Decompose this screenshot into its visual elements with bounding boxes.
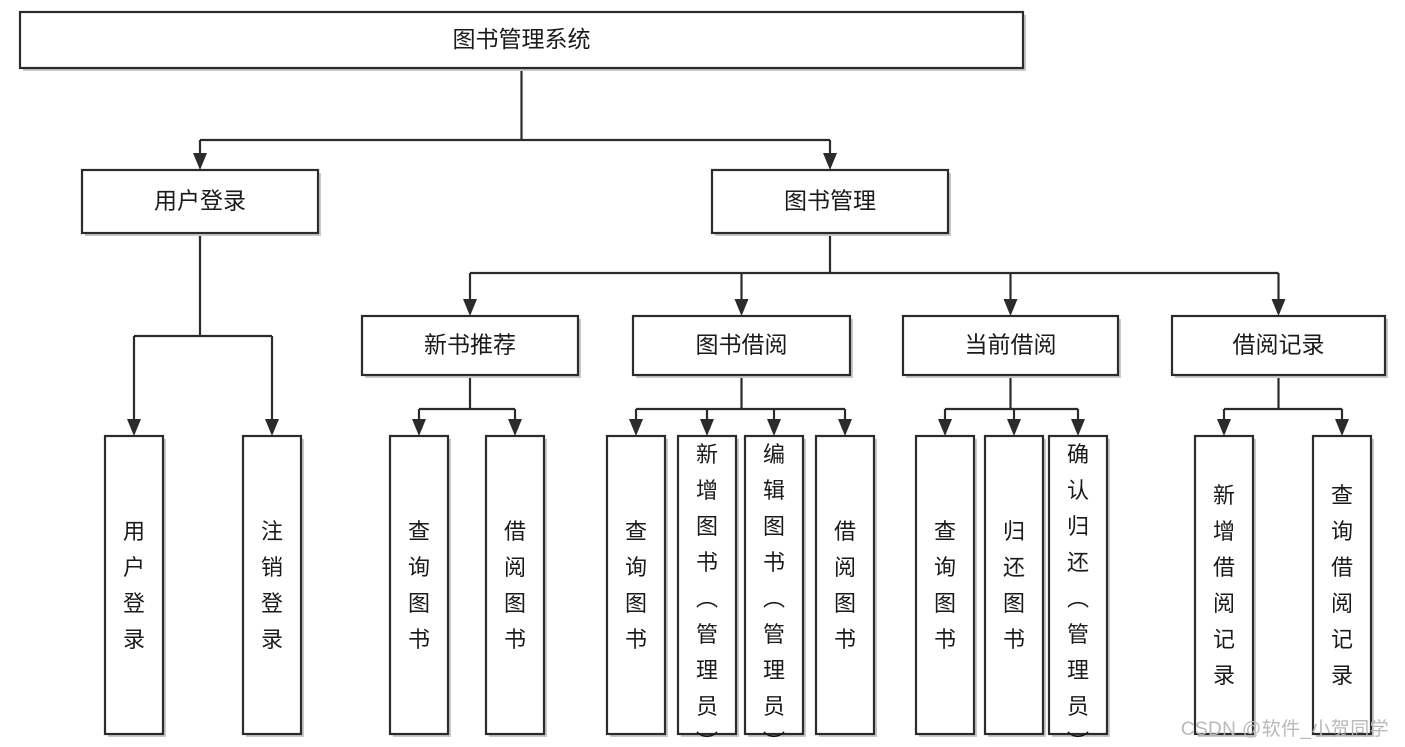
arrow-head-icon: [1217, 419, 1231, 436]
arrow-head-icon: [1271, 299, 1286, 316]
node-layer: 图书管理系统用户登录图书管理新书推荐图书借阅当前借阅借阅记录用户登录注销登录查询…: [18, 10, 1388, 747]
leaf-node-13[interactable]: 查询借阅记录: [1311, 434, 1374, 737]
leaf-node-8[interactable]: 借阅图书: [814, 434, 877, 737]
arrow-head-icon: [1003, 299, 1018, 316]
level2-node-2[interactable]: 图书管理: [710, 168, 951, 236]
node-label: 图书借阅: [696, 332, 788, 358]
connector-layer: [127, 68, 1349, 436]
arrow-head-icon: [193, 153, 207, 170]
level2-node-1[interactable]: 用户登录: [80, 168, 321, 236]
leaf-label: 注销登录: [261, 519, 283, 652]
node-label: 用户登录: [154, 188, 246, 214]
arrow-head-icon: [1335, 419, 1349, 436]
leaf-label: 查询图书: [625, 519, 647, 652]
csdn-watermark: CSDN @软件_小贺同学: [1180, 719, 1389, 740]
node-label: 借阅记录: [1233, 332, 1325, 358]
leaf-label: 编辑图书︵管理员︶: [763, 442, 785, 747]
leaf-label: 查询图书: [408, 519, 430, 652]
leaf-label: 新增图书︵管理员︶: [696, 442, 718, 747]
leaf-label: 借阅图书: [504, 519, 526, 652]
leaf-node-7[interactable]: 编辑图书︵管理员︶: [743, 434, 806, 747]
arrow-head-icon: [734, 299, 749, 316]
arrow-head-icon: [508, 419, 522, 436]
arrow-head-icon: [412, 419, 426, 436]
leaf-label: 查询借阅记录: [1331, 483, 1353, 688]
leaf-node-4[interactable]: 借阅图书: [484, 434, 547, 737]
root-node-book-management-system[interactable]: 图书管理系统: [18, 10, 1026, 71]
node-label: 图书管理系统: [453, 26, 591, 52]
arrow-head-icon: [700, 419, 714, 436]
arrow-head-icon: [463, 299, 477, 316]
level3-node-3[interactable]: 当前借阅: [901, 314, 1121, 378]
leaf-node-9[interactable]: 查询图书: [914, 434, 977, 737]
leaf-node-2[interactable]: 注销登录: [241, 434, 304, 737]
leaf-node-1[interactable]: 用户登录: [103, 434, 166, 737]
arrow-head-icon: [1007, 419, 1021, 436]
arrow-head-icon: [629, 419, 643, 436]
arrow-head-icon: [767, 419, 781, 436]
level3-node-4[interactable]: 借阅记录: [1170, 314, 1388, 378]
node-label: 新书推荐: [424, 332, 516, 358]
leaf-node-10[interactable]: 归还图书: [983, 434, 1046, 737]
leaf-node-12[interactable]: 新增借阅记录: [1193, 434, 1256, 737]
arrow-head-icon: [265, 419, 279, 436]
arrow-head-icon: [838, 419, 852, 436]
arrow-head-icon: [938, 419, 952, 436]
leaf-label: 借阅图书: [834, 519, 856, 652]
leaf-label: 用户登录: [123, 519, 145, 652]
leaf-node-3[interactable]: 查询图书: [388, 434, 451, 737]
level3-node-1[interactable]: 新书推荐: [360, 314, 581, 378]
arrow-head-icon: [1071, 419, 1085, 436]
node-label: 当前借阅: [965, 332, 1057, 358]
leaf-label: 查询图书: [934, 519, 956, 652]
level3-node-2[interactable]: 图书借阅: [631, 314, 853, 378]
leaf-label: 新增借阅记录: [1213, 483, 1235, 688]
arrow-head-icon: [823, 153, 837, 170]
node-label: 图书管理: [784, 188, 876, 214]
leaf-node-6[interactable]: 新增图书︵管理员︶: [676, 434, 739, 747]
leaf-node-11[interactable]: 确认归还︵管理员︶: [1047, 434, 1110, 747]
arrow-head-icon: [127, 419, 141, 436]
leaf-label: 确认归还︵管理员︶: [1067, 442, 1089, 747]
leaf-node-5[interactable]: 查询图书: [605, 434, 668, 737]
leaf-label: 归还图书: [1003, 519, 1025, 652]
